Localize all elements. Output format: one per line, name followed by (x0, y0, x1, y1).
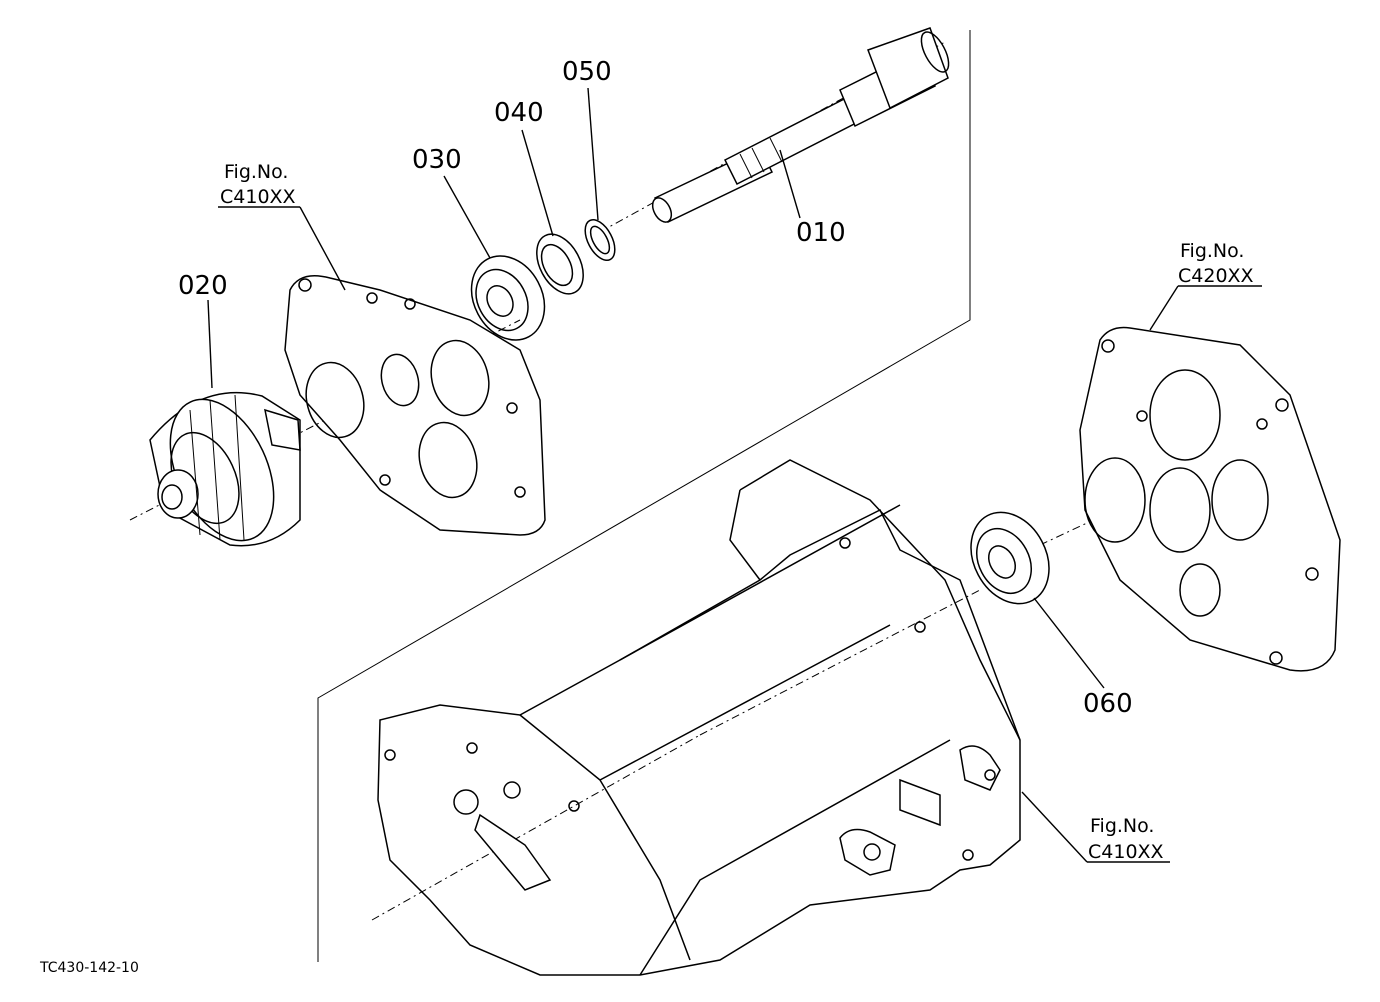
part-030-bearing (470, 255, 546, 341)
callout-030: 030 (412, 145, 462, 175)
leader-lines (207, 87, 1262, 863)
front-case-plate (284, 275, 546, 536)
callout-050: 050 (562, 57, 612, 87)
diagram-code: TC430-142-10 (39, 960, 139, 976)
fig-ref-code-case: C410XX (1088, 841, 1164, 863)
part-050-circlip (584, 219, 616, 261)
frame-line (317, 30, 971, 962)
transmission-case (371, 459, 1021, 976)
part-020-clutch-assembly (129, 319, 521, 547)
rear-case-plate (1039, 326, 1341, 672)
fig-ref-title-case: Fig.No. (1090, 815, 1154, 837)
callout-040: 040 (494, 98, 544, 128)
part-040-collar (536, 233, 584, 295)
callout-060: 060 (1083, 689, 1133, 719)
callout-020: 020 (178, 271, 228, 301)
fig-ref-title-rear: Fig.No. (1180, 240, 1244, 262)
callout-010: 010 (796, 218, 846, 248)
fig-ref-title-front: Fig.No. (224, 161, 288, 183)
part-060-bearing (970, 511, 1050, 605)
part-010-shaft (599, 27, 950, 233)
fig-ref-code-front: C410XX (220, 186, 296, 208)
fig-ref-code-rear: C420XX (1178, 265, 1254, 287)
